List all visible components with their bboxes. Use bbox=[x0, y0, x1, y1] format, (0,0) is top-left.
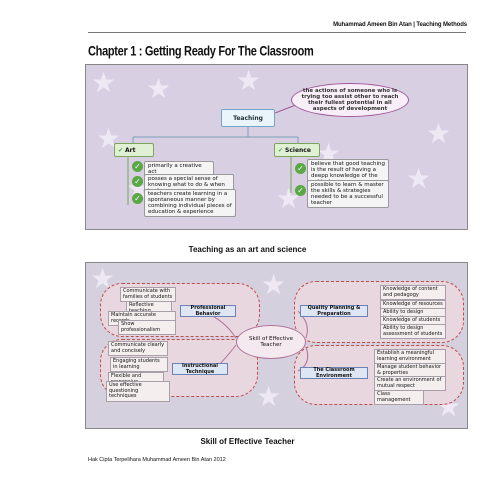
check-icon: ✓ bbox=[132, 161, 143, 172]
science-item: possible to learn & master the skills & … bbox=[307, 180, 389, 208]
figure-effective-teacher: ★ ★ ★ ★ ★ Communicate with families of s… bbox=[85, 262, 468, 429]
footer-copyright: Hak Cipta Terpelihara Muhammad Ameen Bin… bbox=[88, 457, 226, 463]
environment-item: Create an environment of mutual respect bbox=[374, 376, 446, 392]
definition-bubble: the actions of someone who is trying too… bbox=[291, 83, 409, 117]
environment-item: Class management bbox=[374, 390, 424, 406]
planning-item: Ability to design assessment of students bbox=[380, 324, 446, 340]
environment-branch: The Classroom Environment bbox=[300, 367, 368, 379]
planning-branch: Quality Planning & Preparation bbox=[300, 305, 368, 317]
art-item: teachers create learning in a spontaneou… bbox=[144, 189, 236, 217]
chapter-title: Chapter 1 : Getting Ready For The Classr… bbox=[88, 44, 314, 59]
science-node: ✔ Science bbox=[274, 143, 320, 157]
check-icon: ✔ bbox=[118, 146, 124, 154]
running-head: Muhammad Ameen Bin Atan | Teaching Metho… bbox=[333, 22, 467, 28]
environment-item: Establish a meaningful learning environm… bbox=[374, 349, 446, 365]
connector-lines bbox=[127, 102, 302, 205]
instructional-item: Use effective questioning techniques bbox=[106, 381, 170, 402]
professional-branch: Professional Behavior bbox=[180, 305, 236, 317]
professional-item: Communicate with families of students bbox=[120, 287, 176, 303]
instructional-branch: Instructional Technique bbox=[172, 363, 228, 375]
instructional-item: Communicate clearly and concisely bbox=[108, 341, 168, 357]
instructional-item: Engaging students in learning bbox=[110, 357, 168, 373]
figure2-caption: Skill of Effective Teacher bbox=[200, 437, 295, 446]
check-icon: ✓ bbox=[132, 193, 143, 204]
figure1-caption: Teaching as an art and science bbox=[188, 245, 307, 254]
figure-teaching-art-science: ★ ★ ★ ★ ★ ★ ★ ★ ★ the actions of someone… bbox=[85, 64, 468, 230]
check-icon: ✓ bbox=[295, 185, 306, 196]
art-label: Art bbox=[125, 146, 136, 154]
planning-item: Knowledge of content and pedagogy bbox=[380, 285, 446, 301]
check-icon: ✔ bbox=[278, 146, 284, 154]
hub-node: Skill of Effective Teacher bbox=[236, 325, 306, 359]
art-node: ✔ Art bbox=[114, 143, 154, 157]
science-label: Science bbox=[285, 146, 311, 154]
check-icon: ✓ bbox=[295, 163, 306, 174]
teaching-node: Teaching bbox=[221, 109, 275, 127]
check-icon: ✓ bbox=[132, 176, 143, 187]
header-divider bbox=[88, 32, 466, 33]
professional-item: Show professionalism bbox=[118, 320, 176, 336]
